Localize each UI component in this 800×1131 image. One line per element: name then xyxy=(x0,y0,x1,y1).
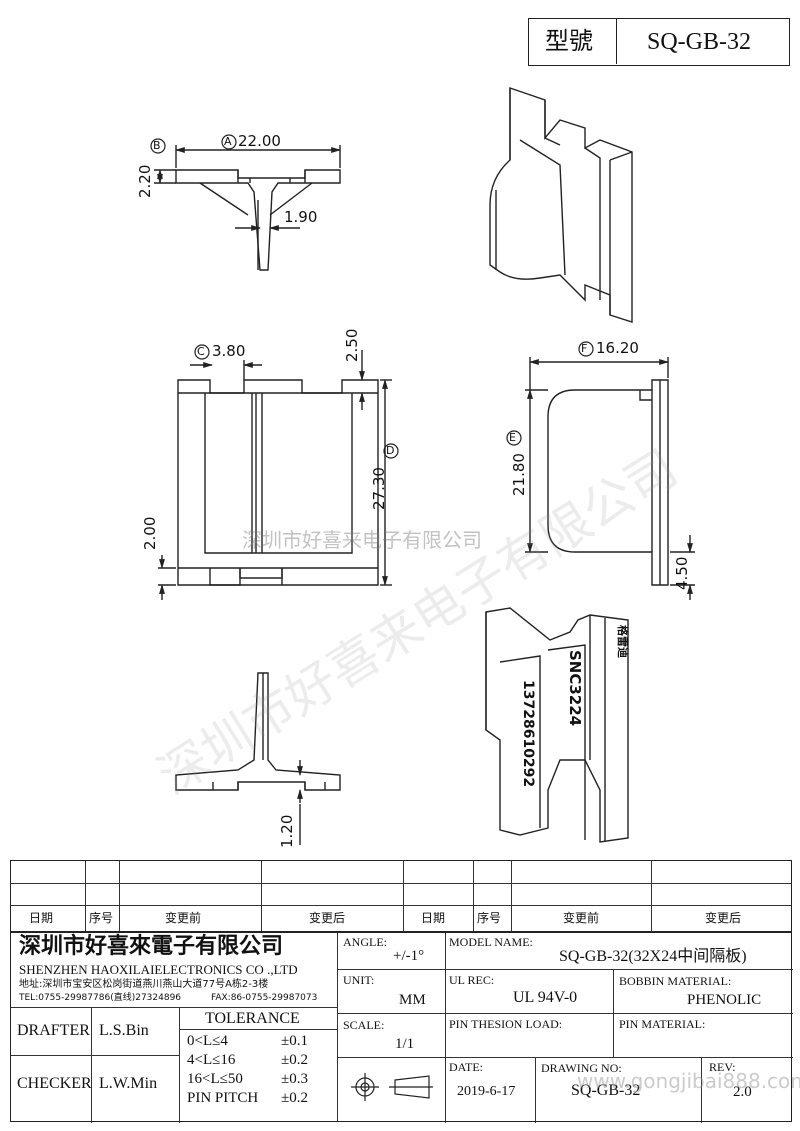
tolerance-label: TOLERANCE xyxy=(205,1010,300,1027)
rev-label: REV: xyxy=(709,1060,736,1074)
dim-a-value: 22.00 xyxy=(238,132,281,150)
iso-view-top xyxy=(489,87,633,323)
dim-stem-width: 1.90 xyxy=(284,208,318,226)
tol-range-0: 0<L≤4 xyxy=(187,1033,228,1049)
angle-value: +/-1° xyxy=(393,948,425,964)
tol-value-1: ±0.2 xyxy=(281,1052,308,1068)
site-watermark: www.gongjibai888.com xyxy=(577,1069,800,1093)
model-name-value: SQ-GB-32(32X24中间隔板) xyxy=(559,948,747,965)
tol-value-2: ±0.3 xyxy=(281,1071,308,1087)
company-tel: TEL:0755-29987786(直线)27324896 xyxy=(19,993,182,1003)
drafter-label: DRAFTER xyxy=(17,1022,90,1039)
drawing-no-value: SQ-GB-32 xyxy=(571,1082,641,1099)
drafter-value: L.S.Bin xyxy=(99,1022,149,1039)
scale-label: SCALE: xyxy=(343,1018,385,1032)
company-name-cn: 深圳市好喜來電子有限公司 xyxy=(19,934,284,959)
model-label-cell xyxy=(529,19,617,64)
label-f: F xyxy=(581,342,588,355)
drawing-no-label: DRAWING NO: xyxy=(541,1061,622,1075)
pin-tension-label: PIN THESION LOAD: xyxy=(449,1017,563,1031)
tol-range-1: 4<L≤16 xyxy=(187,1052,236,1068)
dim-base-thickness: 1.20 xyxy=(278,814,296,848)
model-label: 型號 xyxy=(545,27,593,55)
checker-label: CHECKER xyxy=(17,1075,92,1092)
tol-range-2: 16<L≤50 xyxy=(187,1071,243,1087)
engraving-model-code: SNC3224 xyxy=(566,650,584,727)
side-view xyxy=(547,379,669,586)
engraving-phone: 13728610292 xyxy=(520,680,536,788)
dim-c-value: 3.80 xyxy=(212,342,246,360)
dim-d-value: 27.30 xyxy=(370,467,388,510)
label-a: A xyxy=(224,135,232,148)
label-d: D xyxy=(386,444,395,457)
scale-value: 1/1 xyxy=(395,1036,415,1052)
top-view xyxy=(175,169,341,271)
angle-label: ANGLE: xyxy=(343,935,387,949)
rev-header-date-2: 日期 xyxy=(421,911,446,925)
bobbin-material-label: BOBBIN MATERIAL: xyxy=(619,974,732,988)
front-view xyxy=(177,379,379,586)
model-header-box: 型號 SQ-GB-32 xyxy=(528,18,790,66)
company-address: 地址:深圳市宝安区松岗街道燕川燕山大道77号A栋2-3楼 xyxy=(19,979,269,990)
ul-rec-value: UL 94V-0 xyxy=(513,989,578,1006)
dim-f-value: 16.20 xyxy=(596,339,639,357)
tol-range-3: PIN PITCH xyxy=(187,1090,259,1106)
dim-top-gap: 2.50 xyxy=(343,328,361,362)
engraving-brand: 格雷迪 xyxy=(616,625,629,658)
dim-e-value: 21.80 xyxy=(510,453,528,496)
dim-side-bottom: 4.50 xyxy=(673,556,691,590)
rev-header-before-2: 变更前 xyxy=(563,911,600,925)
tol-value-0: ±0.1 xyxy=(281,1033,308,1049)
unit-label: UNIT: xyxy=(343,973,375,987)
bottom-view xyxy=(175,672,341,791)
checker-value: L.W.Min xyxy=(99,1075,158,1092)
rev-header-after-2: 变更后 xyxy=(705,911,742,925)
ul-rec-label: UL REC: xyxy=(449,973,495,987)
model-name-label: MODEL NAME: xyxy=(449,935,533,949)
tol-value-3: ±0.2 xyxy=(281,1090,308,1106)
title-block: 深圳市好喜來電子有限公司 SHENZHEN HAOXILAIELECTRONIC… xyxy=(10,932,800,1123)
unit-value: MM xyxy=(399,992,426,1008)
dim-b-value: 2.20 xyxy=(136,164,154,198)
model-value: SQ-GB-32 xyxy=(647,29,752,55)
rev-header-no-2: 序号 xyxy=(477,911,502,925)
watermark-horizontal: 深圳市好喜来电子有限公司 xyxy=(242,528,482,552)
iso-view-bottom xyxy=(485,607,629,843)
label-c: C xyxy=(197,345,205,358)
rev-header-before-1: 变更前 xyxy=(165,911,202,925)
company-name-en: SHENZHEN HAOXILAIELECTRONICS CO .,LTD xyxy=(19,962,298,977)
rev-value: 2.0 xyxy=(733,1084,752,1100)
rev-header-date-1: 日期 xyxy=(29,911,54,925)
rev-header-no-1: 序号 xyxy=(89,911,114,925)
projection-symbol-icon xyxy=(351,1073,433,1101)
company-fax: FAX:86-0755-29987073 xyxy=(211,993,318,1003)
rev-header-after-1: 变更后 xyxy=(309,911,346,925)
date-label: DATE: xyxy=(449,1060,483,1074)
date-value: 2019-6-17 xyxy=(457,1084,516,1099)
technical-drawing xyxy=(150,87,695,845)
bobbin-material-value: PHENOLIC xyxy=(687,992,762,1008)
label-b: B xyxy=(153,139,161,152)
revision-table: 日期 序号 变更前 变更后 日期 序号 变更前 变更后 xyxy=(10,860,792,932)
pin-material-label: PIN MATERIAL: xyxy=(619,1017,706,1031)
dim-bottom-offset: 2.00 xyxy=(141,516,159,550)
label-e: E xyxy=(509,431,516,444)
